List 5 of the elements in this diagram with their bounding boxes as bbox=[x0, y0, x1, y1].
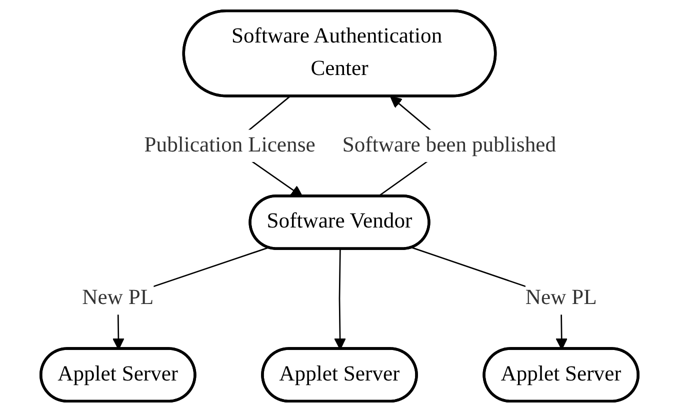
edge-label: New PL bbox=[82, 286, 154, 310]
edge-label: Software been published bbox=[342, 134, 556, 157]
edge-label: New PL bbox=[525, 286, 597, 310]
arrow bbox=[334, 249, 346, 350]
edge-label: Publication License bbox=[144, 134, 316, 157]
